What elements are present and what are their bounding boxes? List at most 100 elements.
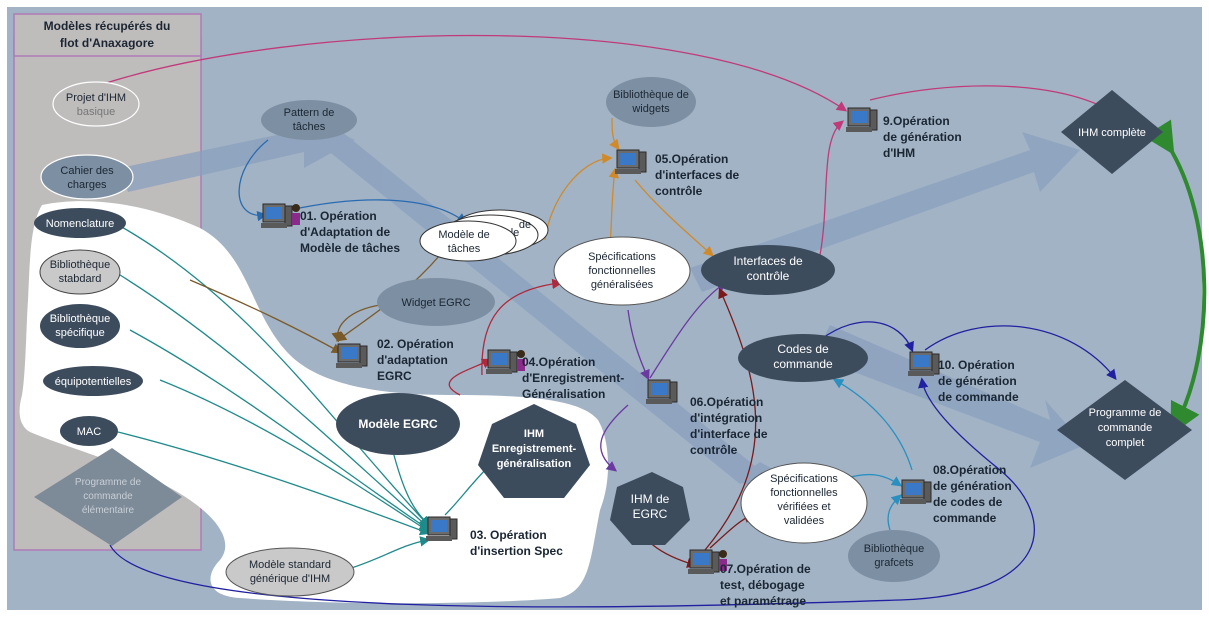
svg-text:Projet d'IHM: Projet d'IHM xyxy=(66,92,126,104)
svg-text:Interfaces de: Interfaces de xyxy=(733,254,803,268)
svg-text:d'Enregistrement-: d'Enregistrement- xyxy=(522,371,624,385)
op06-computer-icon xyxy=(646,379,678,404)
svg-text:fonctionnelles: fonctionnelles xyxy=(588,265,656,277)
svg-text:Spécifications: Spécifications xyxy=(770,473,838,485)
svg-text:Bibliothèque: Bibliothèque xyxy=(864,543,925,555)
node-ihm-enregistrement-generalisation: IHM Enregistrement- généralisation xyxy=(478,404,590,498)
svg-text:de génération: de génération xyxy=(933,479,1012,493)
svg-text:générique d'IHM: générique d'IHM xyxy=(250,573,330,585)
node-interfaces-de-controle: Interfaces de contrôle xyxy=(701,245,835,295)
operation-labels: 01. Opération d'Adaptation de Modèle de … xyxy=(300,114,1019,608)
svg-text:d'interface de: d'interface de xyxy=(690,427,768,441)
svg-text:IHM: IHM xyxy=(524,428,544,440)
node-bibliotheque-grafcets: Bibliothèque grafcets xyxy=(848,530,940,582)
svg-text:d'intégration: d'intégration xyxy=(690,411,762,425)
panel-title-line1: Modèles récupérés du xyxy=(44,19,171,33)
svg-text:de génération: de génération xyxy=(883,130,962,144)
node-ihm-complete: IHM complète xyxy=(1061,90,1163,174)
svg-text:Modèle de tâches: Modèle de tâches xyxy=(300,241,400,255)
node-specifications-generalisees: Spécifications fonctionnelles généralisé… xyxy=(553,236,691,306)
op04-label: 04.Opération d'Enregistrement- Généralis… xyxy=(522,355,624,401)
svg-text:élémentaire: élémentaire xyxy=(82,505,135,516)
svg-text:contrôle: contrôle xyxy=(655,184,703,198)
node-pattern-de-taches: Pattern de tâches xyxy=(261,100,357,140)
op01-label: 01. Opération d'Adaptation de Modèle de … xyxy=(300,209,400,255)
node-ihm-de-egrc: IHM de EGRC xyxy=(610,472,690,545)
svg-text:d'interfaces de: d'interfaces de xyxy=(655,168,740,182)
svg-text:stabdard: stabdard xyxy=(59,273,102,285)
svg-text:MAC: MAC xyxy=(77,426,102,438)
svg-text:Cahier des: Cahier des xyxy=(60,165,114,177)
op09-label: 9.Opération de génération d'IHM xyxy=(883,114,962,160)
op05-label: 05.Opération d'interfaces de contrôle xyxy=(655,152,740,198)
svg-text:Modèle de: Modèle de xyxy=(438,229,489,241)
node-widget-egrc: Widget EGRC xyxy=(377,278,495,326)
svg-text:Bibliothèque: Bibliothèque xyxy=(50,313,111,325)
node-programme-complet: Programme de commande complet xyxy=(1057,380,1192,480)
svg-text:d'Adaptation de: d'Adaptation de xyxy=(300,225,391,239)
node-specifications-verifiees: Spécifications fonctionnelles vérifiées … xyxy=(740,462,868,544)
svg-text:08.Opération: 08.Opération xyxy=(933,463,1006,477)
svg-text:commande: commande xyxy=(933,511,997,525)
op03-computer-icon xyxy=(426,516,458,541)
svg-text:EGRC: EGRC xyxy=(377,369,412,383)
panel-title-line2: flot d'Anaxagore xyxy=(60,36,155,50)
svg-text:généralisées: généralisées xyxy=(591,279,654,291)
svg-text:07.Opération de: 07.Opération de xyxy=(720,562,811,576)
svg-text:commande: commande xyxy=(1098,422,1152,434)
node-modele-egrc: Modèle EGRC xyxy=(336,393,460,455)
svg-text:commande: commande xyxy=(83,491,133,502)
svg-text:commande: commande xyxy=(773,357,833,371)
node-bibliotheque-widgets: Bibliothèque de widgets xyxy=(606,77,696,127)
svg-text:d'insertion Spec: d'insertion Spec xyxy=(470,544,563,558)
node-modele-standard: Modèle standard générique d'IHM xyxy=(225,547,355,597)
node-modele-de-taches: de le Modèle de tâches xyxy=(419,209,549,262)
svg-text:10. Opération: 10. Opération xyxy=(938,358,1015,372)
op08-computer-icon xyxy=(900,479,932,504)
svg-text:le: le xyxy=(511,227,520,239)
svg-text:Modèle standard: Modèle standard xyxy=(249,559,331,571)
svg-text:validées: validées xyxy=(784,515,825,527)
node-bibliotheque-specifique: Bibliothèque spécifique xyxy=(40,304,120,348)
op03-label: 03. Opération d'insertion Spec xyxy=(470,528,563,558)
svg-text:Pattern de: Pattern de xyxy=(284,107,335,119)
svg-text:généralisation: généralisation xyxy=(497,458,572,470)
svg-text:Programme de: Programme de xyxy=(1089,407,1162,419)
svg-text:test, débogage: test, débogage xyxy=(720,578,805,592)
op04-computer-icon xyxy=(486,349,525,374)
svg-text:05.Opération: 05.Opération xyxy=(655,152,728,166)
svg-text:d'adaptation: d'adaptation xyxy=(377,353,448,367)
svg-text:et paramétrage: et paramétrage xyxy=(720,594,806,608)
svg-text:équipotentielles: équipotentielles xyxy=(55,376,132,388)
svg-text:Nomenclature: Nomenclature xyxy=(46,218,114,230)
op07-computer-icon xyxy=(688,549,727,574)
node-programme-elementaire: Programme de commande élémentaire xyxy=(34,448,182,546)
svg-text:IHM complète: IHM complète xyxy=(1078,127,1146,139)
svg-text:Bibliothèque de: Bibliothèque de xyxy=(613,89,689,101)
svg-text:basique: basique xyxy=(77,106,116,118)
svg-text:d'IHM: d'IHM xyxy=(883,146,915,160)
svg-text:Enregistrement-: Enregistrement- xyxy=(492,443,577,455)
svg-text:spécifique: spécifique xyxy=(55,327,105,339)
node-mac: MAC xyxy=(60,416,118,446)
svg-text:02. Opération: 02. Opération xyxy=(377,337,454,351)
svg-text:charges: charges xyxy=(67,179,107,191)
node-cahier-des-charges: Cahier des charges xyxy=(40,154,134,200)
svg-text:de: de xyxy=(519,219,531,231)
op10-label: 10. Opération de génération de commande xyxy=(938,358,1019,404)
svg-text:IHM de: IHM de xyxy=(631,492,670,506)
computer-icons xyxy=(261,107,940,574)
svg-text:03. Opération: 03. Opération xyxy=(470,528,547,542)
svg-text:fonctionnelles: fonctionnelles xyxy=(770,487,838,499)
svg-text:de génération: de génération xyxy=(938,374,1017,388)
op06-label: 06.Opération d'intégration d'interface d… xyxy=(690,395,768,457)
svg-text:contrôle: contrôle xyxy=(747,269,790,283)
node-codes-de-commande: Codes de commande xyxy=(738,334,868,382)
svg-text:06.Opération: 06.Opération xyxy=(690,395,763,409)
svg-text:vérifiées et: vérifiées et xyxy=(777,501,830,513)
node-projet-ihm: Projet d'IHM basique xyxy=(52,81,140,127)
white-region xyxy=(19,201,609,604)
green-double-arrow xyxy=(1143,119,1207,436)
op02-label: 02. Opération d'adaptation EGRC xyxy=(377,337,454,383)
